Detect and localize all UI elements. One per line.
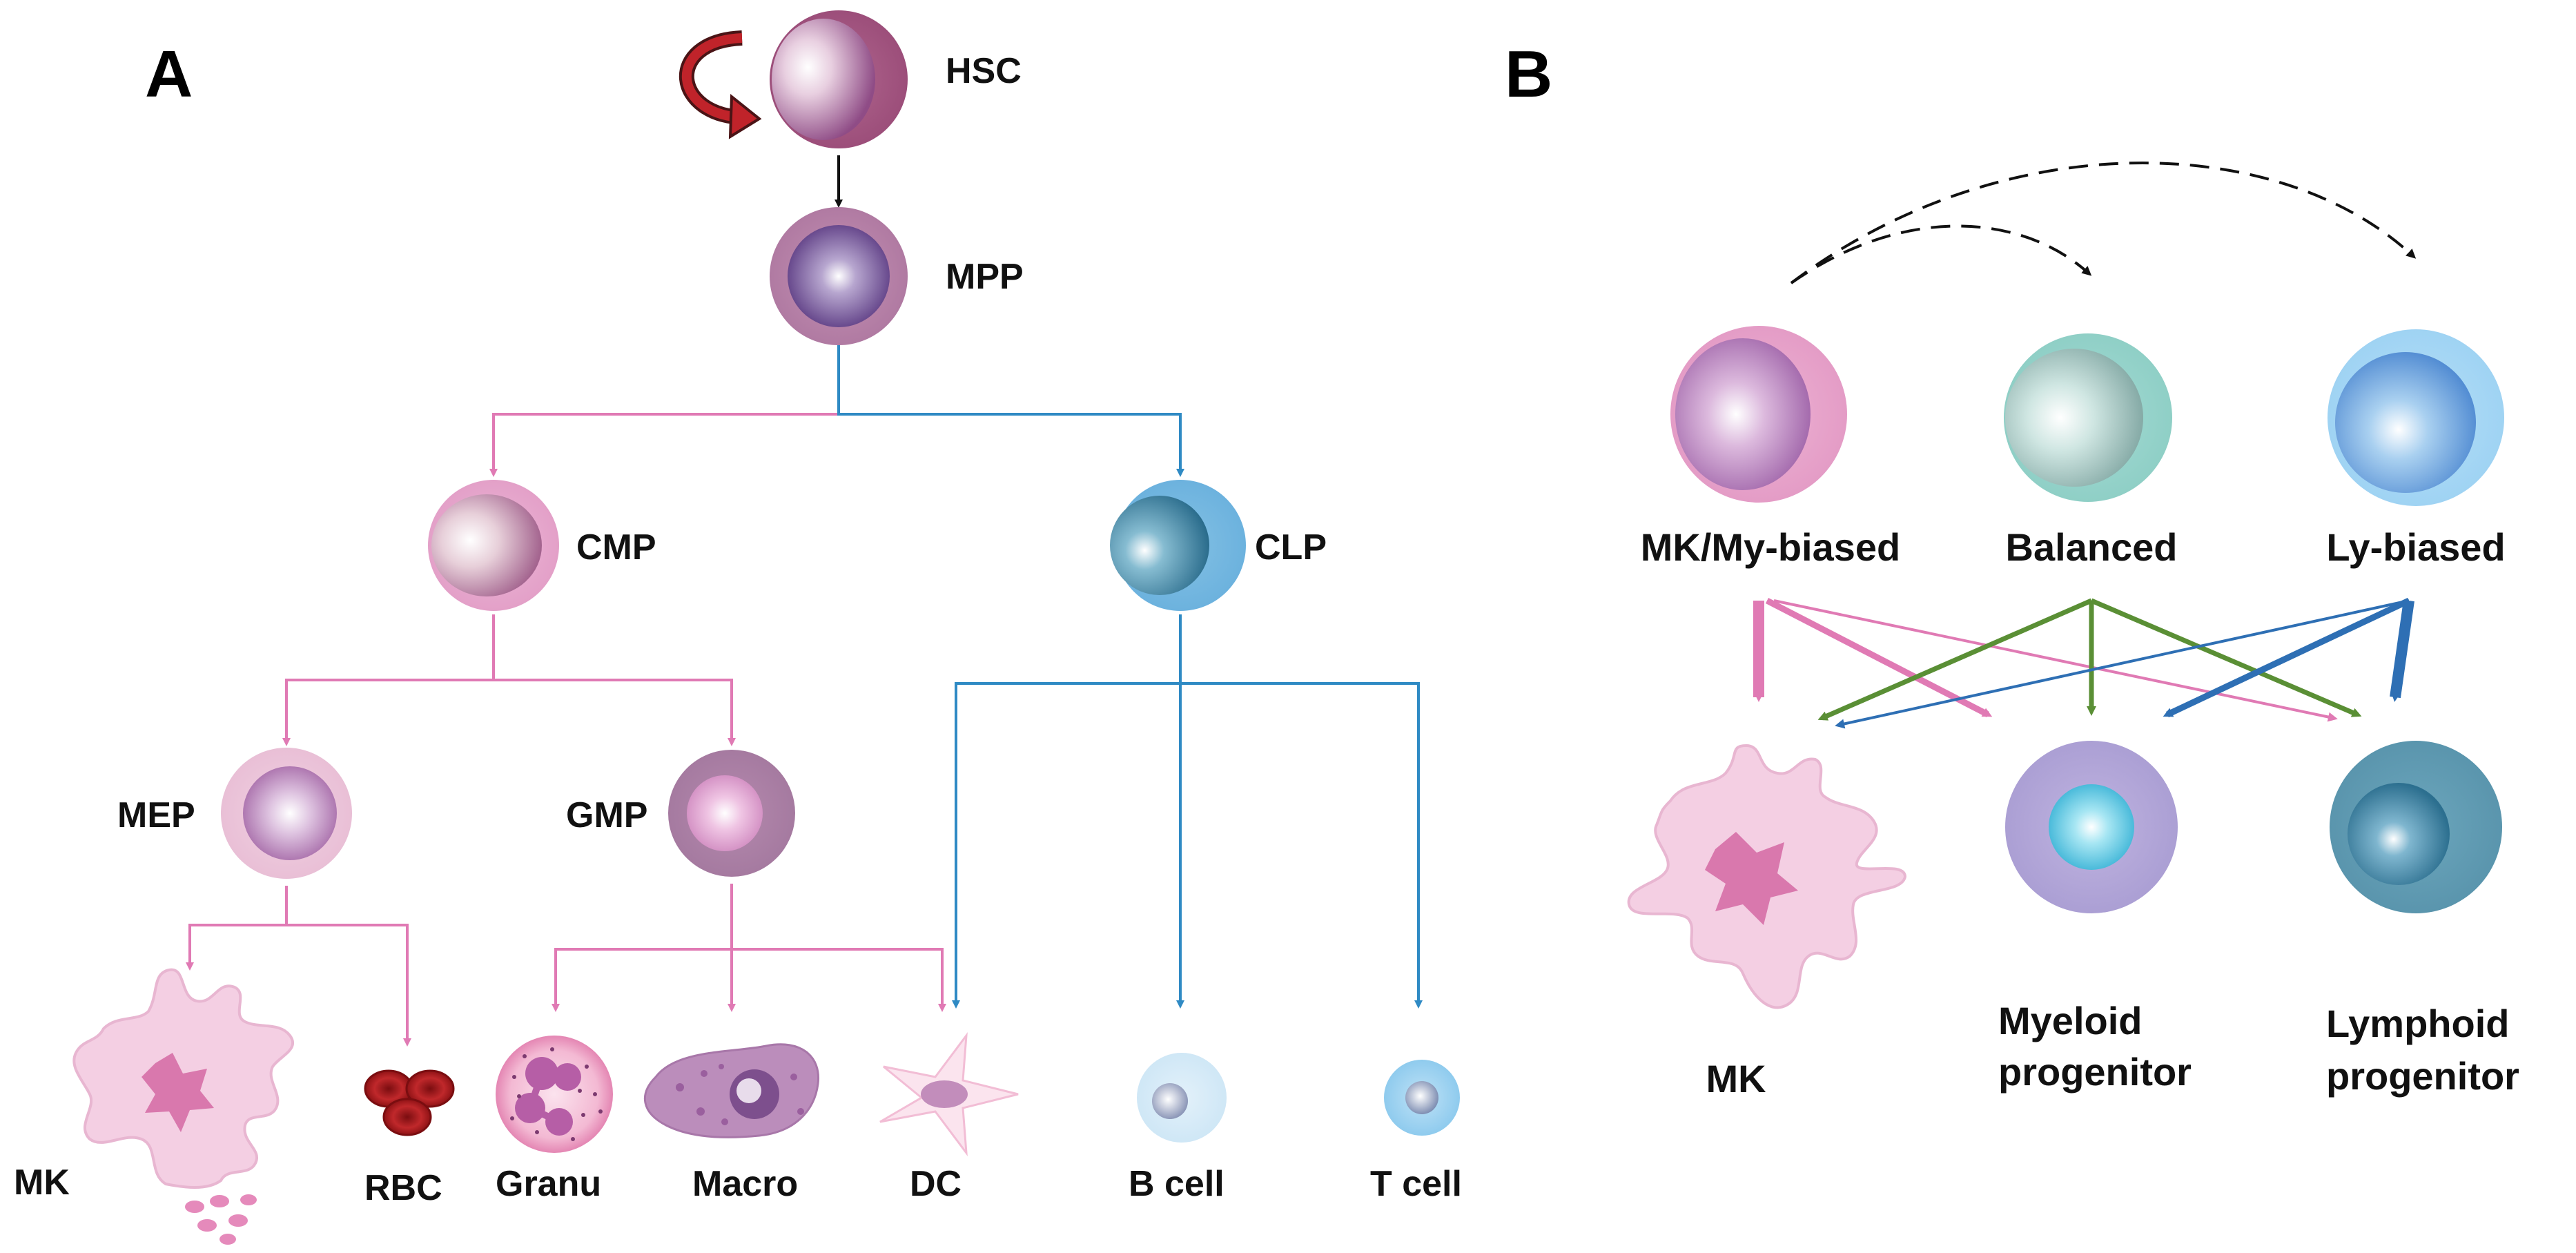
cmp-to-gmp-path bbox=[492, 614, 736, 746]
clp-to-t-cell-path bbox=[1180, 682, 1423, 1009]
clp-cell bbox=[1110, 480, 1246, 611]
lymphoid-label-line2: progenitor bbox=[2326, 1054, 2519, 1098]
clp-label: CLP bbox=[1255, 527, 1327, 567]
balanced-to-mk-arrow bbox=[1817, 598, 2093, 721]
mep-to-rbc-path bbox=[286, 924, 411, 1047]
mk-label-b: MK bbox=[1706, 1057, 1766, 1100]
mk-my-biased-hsc bbox=[1670, 326, 1847, 503]
macro-label: Macro bbox=[692, 1164, 798, 1204]
balanced-hsc bbox=[2004, 333, 2172, 502]
lymphoid-label-line1: Lymphoid bbox=[2326, 1002, 2509, 1045]
myeloid-progenitor-cell bbox=[2005, 741, 2178, 913]
ly-biased-to-mk-arrow bbox=[1835, 599, 2410, 729]
mpp-to-clp-path bbox=[837, 345, 1184, 477]
balanced-label: Balanced bbox=[2006, 525, 2178, 569]
b-cell bbox=[1137, 1053, 1227, 1143]
myeloid-label-line2: progenitor bbox=[1998, 1050, 2192, 1094]
myeloid-label-line1: Myeloid bbox=[1998, 999, 2142, 1042]
t-cell bbox=[1384, 1060, 1460, 1136]
dashed-arc-to-balanced bbox=[1790, 224, 2092, 284]
dashed-arc-to-ly-biased bbox=[1790, 162, 2417, 284]
mk-cell-a bbox=[72, 968, 295, 1245]
t-cell-label: T cell bbox=[1370, 1164, 1462, 1204]
mk-label-a: MK bbox=[14, 1163, 70, 1203]
clp-to-dc-path bbox=[952, 614, 1182, 1009]
mpp-cell bbox=[770, 207, 908, 345]
rbc-label: RBC bbox=[364, 1168, 442, 1208]
mep-label: MEP bbox=[117, 795, 195, 835]
panel-b-label: B bbox=[1505, 37, 1552, 111]
ly-biased-hsc bbox=[2328, 329, 2504, 506]
granu-label: Granu bbox=[496, 1164, 601, 1204]
mk-biased-to-myeloid-arrow bbox=[1765, 598, 1993, 717]
mep-cell bbox=[221, 748, 352, 879]
cmp-to-mep-path bbox=[282, 614, 495, 746]
rbc-cell bbox=[364, 1069, 455, 1136]
dc-cell bbox=[879, 1031, 1019, 1157]
ly-biased-label: Ly-biased bbox=[2326, 525, 2505, 569]
macro-cell bbox=[644, 1043, 820, 1138]
ly-biased-to-myeloid-arrow bbox=[2163, 597, 2410, 718]
panel-a-label: A bbox=[145, 37, 193, 111]
mpp-label: MPP bbox=[946, 257, 1024, 297]
self-renewal-arrow-icon bbox=[679, 30, 762, 139]
gmp-cell bbox=[668, 750, 795, 877]
hsc-cell bbox=[770, 10, 908, 148]
mk-my-biased-label: MK/My-biased bbox=[1641, 525, 1901, 569]
gmp-label: GMP bbox=[566, 795, 647, 835]
mpp-to-cmp-path bbox=[489, 345, 840, 477]
granu-cell bbox=[496, 1036, 613, 1153]
cmp-label: CMP bbox=[576, 527, 656, 567]
gmp-to-dc-path bbox=[732, 948, 946, 1012]
gmp-to-granu-path bbox=[552, 884, 733, 1012]
mk-biased-to-lymphoid-arrow bbox=[1773, 599, 2338, 722]
hsc-label: HSC bbox=[946, 51, 1022, 91]
mep-to-mk-path bbox=[186, 886, 288, 971]
mk-cell-b bbox=[1627, 744, 1907, 1009]
b-cell-label: B cell bbox=[1129, 1164, 1224, 1204]
dc-label: DC bbox=[910, 1164, 962, 1204]
lymphoid-progenitor-cell bbox=[2330, 741, 2502, 913]
ly-biased-to-lymphoid-arrow bbox=[2390, 599, 2414, 702]
cmp-cell bbox=[428, 480, 559, 611]
balanced-to-lymphoid-arrow bbox=[2090, 598, 2362, 717]
